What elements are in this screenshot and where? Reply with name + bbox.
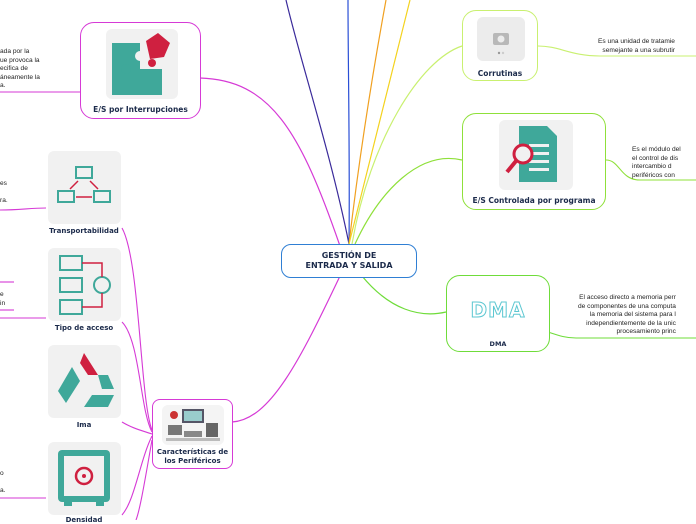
node-programa-prefix: E/S <box>472 196 486 205</box>
node-corrutinas[interactable]: Corrutinas <box>462 10 538 81</box>
document-search-icon <box>499 120 573 190</box>
node-perifericos[interactable]: Características de los Periféricos <box>152 399 233 469</box>
node-dma[interactable]: DMA DMA <box>446 275 550 352</box>
recycle-icon <box>48 345 121 418</box>
computer-devices-icon <box>162 405 224 445</box>
node-interrupciones-label: E/S por Interrupciones <box>93 105 188 114</box>
node-ima-label: Ima <box>76 421 92 429</box>
network-icon <box>48 151 121 224</box>
node-perifericos-label: Características de los Periféricos <box>156 448 229 465</box>
node-interrupciones[interactable]: E/S por Interrupciones <box>80 22 201 119</box>
node-transportabilidad-label: Transportabilidad <box>49 227 119 235</box>
puzzle-icon <box>106 29 178 99</box>
node-programa-label: E/S Controlada por programa <box>463 196 605 205</box>
dma-description: El acceso directo a memoria perr de comp… <box>578 294 676 336</box>
node-programa-text: Controlada por programa <box>488 196 596 205</box>
flowchart-icon <box>48 248 121 321</box>
node-acceso-label: Tipo de acceso <box>54 324 114 332</box>
node-densidad-label: Densidad <box>65 516 103 524</box>
node-programa[interactable]: E/S Controlada por programa <box>462 113 606 210</box>
acceso-description: e in <box>0 291 6 307</box>
node-corrutinas-label: Corrutinas <box>477 69 523 78</box>
node-acceso[interactable]: Tipo de acceso <box>46 247 122 335</box>
interrupciones-description: ada por la ue provoca la ecifica de ánea… <box>0 48 40 90</box>
densidad-description: o a. <box>0 470 6 495</box>
transportabilidad-description: es ra. <box>0 180 8 205</box>
safe-icon <box>48 442 121 515</box>
dma-text-icon: DMA <box>470 298 526 323</box>
programa-description: Es el módulo del el control de dis inter… <box>632 146 681 179</box>
corrutinas-description: Es una unidad de tratamie semejante a un… <box>598 38 675 54</box>
node-ima[interactable]: Ima <box>46 344 122 432</box>
node-densidad[interactable]: Densidad <box>46 441 122 524</box>
node-dma-label: DMA <box>489 340 507 348</box>
node-transportabilidad[interactable]: Transportabilidad <box>46 150 122 238</box>
camera-icon <box>477 17 525 61</box>
central-topic[interactable]: GESTIÓN DE ENTRADA Y SALIDA <box>281 244 417 278</box>
